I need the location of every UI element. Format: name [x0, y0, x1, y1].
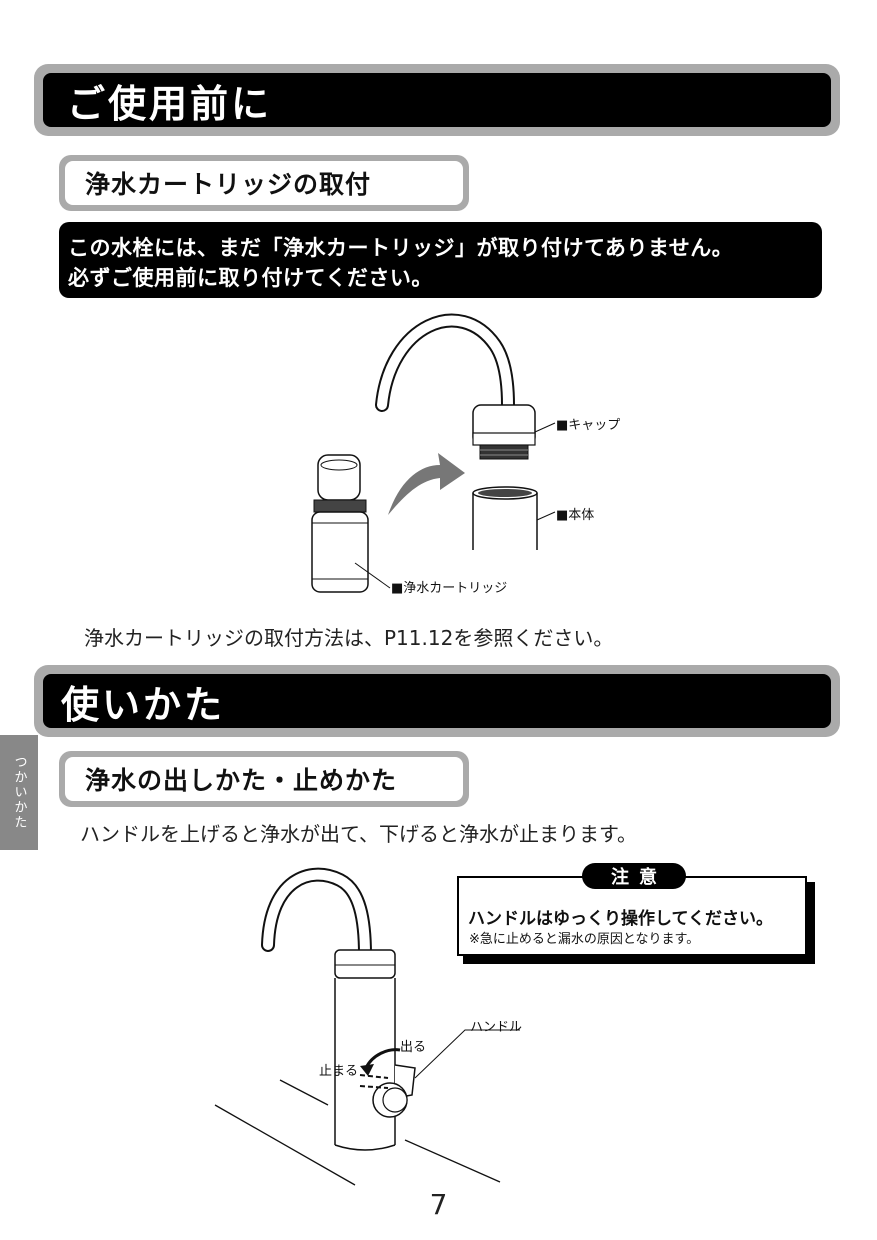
caution-main-text: ハンドルはゆっくり操作してください。 [468, 909, 773, 929]
cartridge-install-illustration [311, 313, 556, 593]
caution-box [457, 876, 807, 956]
faucet-handle-illustration [214, 867, 520, 1186]
usage-text: ハンドルを上げると浄水が出て、下げると浄水が止まります。 [80, 822, 637, 846]
section-title: 使いかた [61, 682, 226, 727]
caution-note-text: ※急に止めると漏水の原因となります。 [469, 932, 700, 947]
subsection-header-cartridge-install: 浄水カートリッジの取付 [59, 155, 469, 211]
section-title: ご使用前に [67, 81, 273, 126]
label-water-stop: 止まる [319, 1064, 359, 1079]
section-header-inner: ご使用前に [43, 73, 831, 127]
install-reference-text: 浄水カートリッジの取付方法は、P11.12を参照ください。 [84, 626, 614, 650]
notice-box: この水栓には、まだ「浄水カートリッジ」が取り付けてありません。 必ずご使用前に取… [59, 222, 822, 298]
label-cap: ■キャップ [556, 418, 621, 433]
page-number: 7 [429, 1188, 448, 1221]
label-body: ■本体 [556, 508, 595, 523]
side-tab-label: つかいかた [11, 755, 27, 830]
subsection-header-water-on-off: 浄水の出しかた・止めかた [59, 751, 469, 807]
label-water-out: 出る [400, 1040, 427, 1055]
label-handle: ハンドル [470, 1020, 523, 1035]
notice-line-1: この水栓には、まだ「浄水カートリッジ」が取り付けてありません。 [68, 236, 734, 260]
label-cartridge: ■浄水カートリッジ [391, 581, 508, 596]
subsection-title: 浄水カートリッジの取付 [65, 161, 463, 205]
section-header-inner: 使いかた [43, 674, 831, 728]
section-header-usage: 使いかた [34, 665, 840, 737]
notice-line-2: 必ずご使用前に取り付けてください。 [68, 266, 433, 290]
side-index-tab: つかいかた [0, 735, 38, 850]
subsection-title: 浄水の出しかた・止めかた [65, 757, 463, 801]
section-header-before-use: ご使用前に [34, 64, 840, 136]
caution-heading: 注意 [582, 863, 686, 889]
